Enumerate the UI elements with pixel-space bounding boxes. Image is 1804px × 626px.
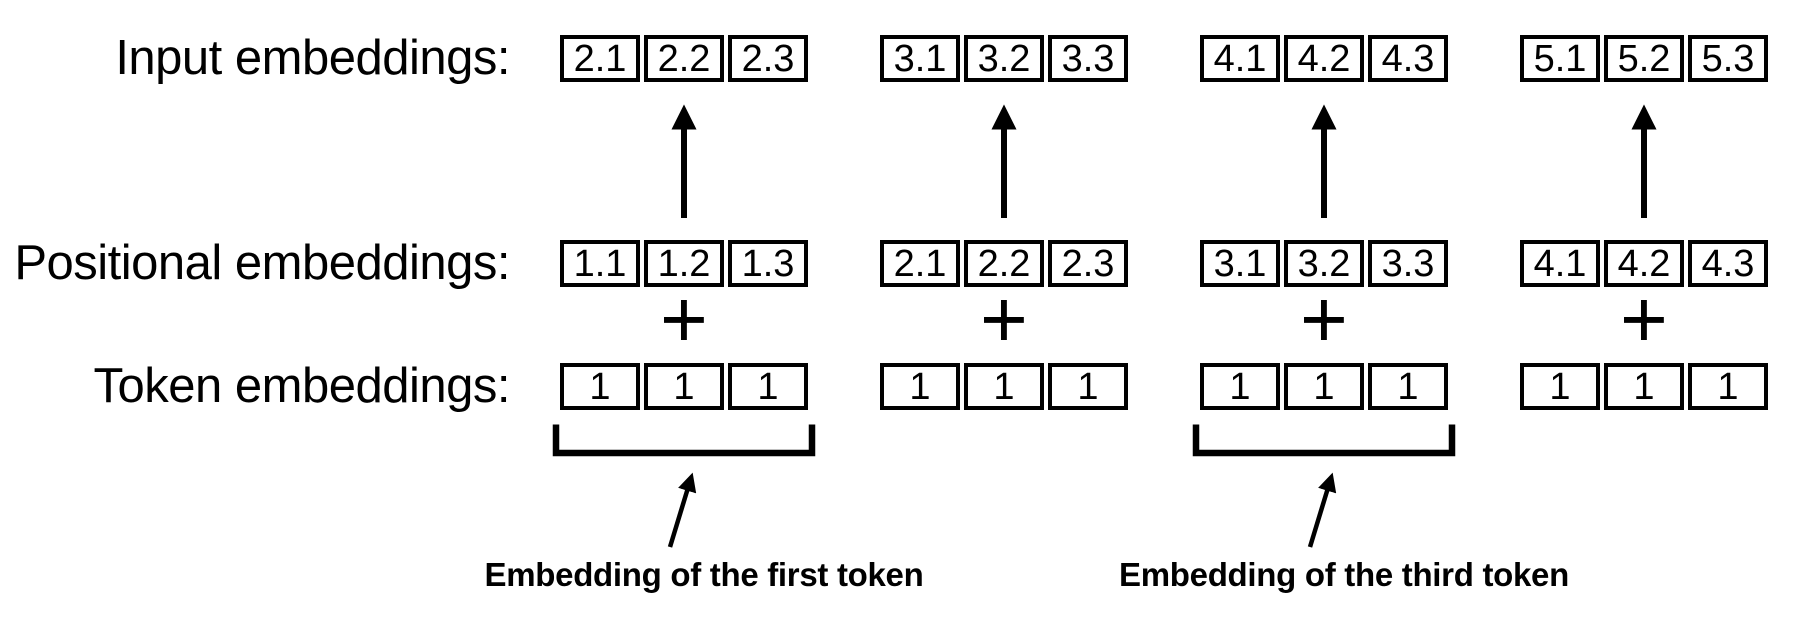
token-embeddings-value-cell: 1 bbox=[560, 363, 640, 410]
input-embeddings-value-cell: 3.1 bbox=[880, 35, 960, 82]
positional-embeddings-value-cell: 1.2 bbox=[644, 240, 724, 287]
first-token-annotation-arrow bbox=[667, 472, 697, 548]
token-embeddings-value-cell: 1 bbox=[728, 363, 808, 410]
positional-embeddings-value-cell: 2.2 bbox=[964, 240, 1044, 287]
positional-embeddings-label: Positional embeddings: bbox=[14, 236, 510, 290]
positional-embeddings-value-cell: 4.3 bbox=[1688, 240, 1768, 287]
token-embeddings-value-cell: 1 bbox=[644, 363, 724, 410]
input-embeddings-value-cell: 2.2 bbox=[644, 35, 724, 82]
first-token-bracket bbox=[552, 424, 816, 457]
token-embeddings-value-cell: 1 bbox=[1688, 363, 1768, 410]
positional-embeddings-value-cell: 2.3 bbox=[1048, 240, 1128, 287]
positional-embeddings-value-cell: 3.1 bbox=[1200, 240, 1280, 287]
token-embeddings-value-cell: 1 bbox=[1200, 363, 1280, 410]
token-embeddings-value-cell: 1 bbox=[1368, 363, 1448, 410]
input-embeddings-value-cell: 4.1 bbox=[1200, 35, 1280, 82]
positional-embeddings-value-cell: 2.1 bbox=[880, 240, 960, 287]
positional-embeddings-value-cell: 3.2 bbox=[1284, 240, 1364, 287]
input-embeddings-value-cell: 2.1 bbox=[560, 35, 640, 82]
positional-embeddings-value-cell: 4.2 bbox=[1604, 240, 1684, 287]
positional-embeddings-value-cell: 4.1 bbox=[1520, 240, 1600, 287]
annotation-label-third-token: Embedding of the third token bbox=[1119, 556, 1569, 593]
annotation-label-first-token: Embedding of the first token bbox=[484, 556, 924, 593]
input-embeddings-value-cell: 3.2 bbox=[964, 35, 1044, 82]
input-embeddings-value-cell: 5.2 bbox=[1604, 35, 1684, 82]
input-embeddings-value-cell: 4.2 bbox=[1284, 35, 1364, 82]
third-token-annotation-arrow bbox=[1307, 472, 1337, 548]
token-embeddings-value-cell: 1 bbox=[880, 363, 960, 410]
token-embeddings-value-cell: 1 bbox=[1520, 363, 1600, 410]
token-embeddings-value-cell: 1 bbox=[1048, 363, 1128, 410]
plus-operator-2: + bbox=[980, 274, 1028, 365]
positional-embeddings-value-cell: 3.3 bbox=[1368, 240, 1448, 287]
input-embeddings-value-cell: 3.3 bbox=[1048, 35, 1128, 82]
input-embeddings-label: Input embeddings: bbox=[115, 31, 510, 85]
input-embeddings-value-cell: 4.3 bbox=[1368, 35, 1448, 82]
third-token-bracket bbox=[1192, 424, 1456, 457]
token-embeddings-value-cell: 1 bbox=[1604, 363, 1684, 410]
positional-embeddings-value-cell: 1.1 bbox=[560, 240, 640, 287]
input-embeddings-value-cell: 5.1 bbox=[1520, 35, 1600, 82]
token-embeddings-value-cell: 1 bbox=[964, 363, 1044, 410]
input-embeddings-value-cell: 2.3 bbox=[728, 35, 808, 82]
input-embeddings-value-cell: 5.3 bbox=[1688, 35, 1768, 82]
token-embeddings-value-cell: 1 bbox=[1284, 363, 1364, 410]
positional-embeddings-value-cell: 1.3 bbox=[728, 240, 808, 287]
plus-operator-3: + bbox=[1300, 274, 1348, 365]
token-embeddings-label: Token embeddings: bbox=[93, 359, 511, 413]
plus-operator-1: + bbox=[660, 274, 708, 365]
plus-operator-4: + bbox=[1620, 274, 1668, 365]
